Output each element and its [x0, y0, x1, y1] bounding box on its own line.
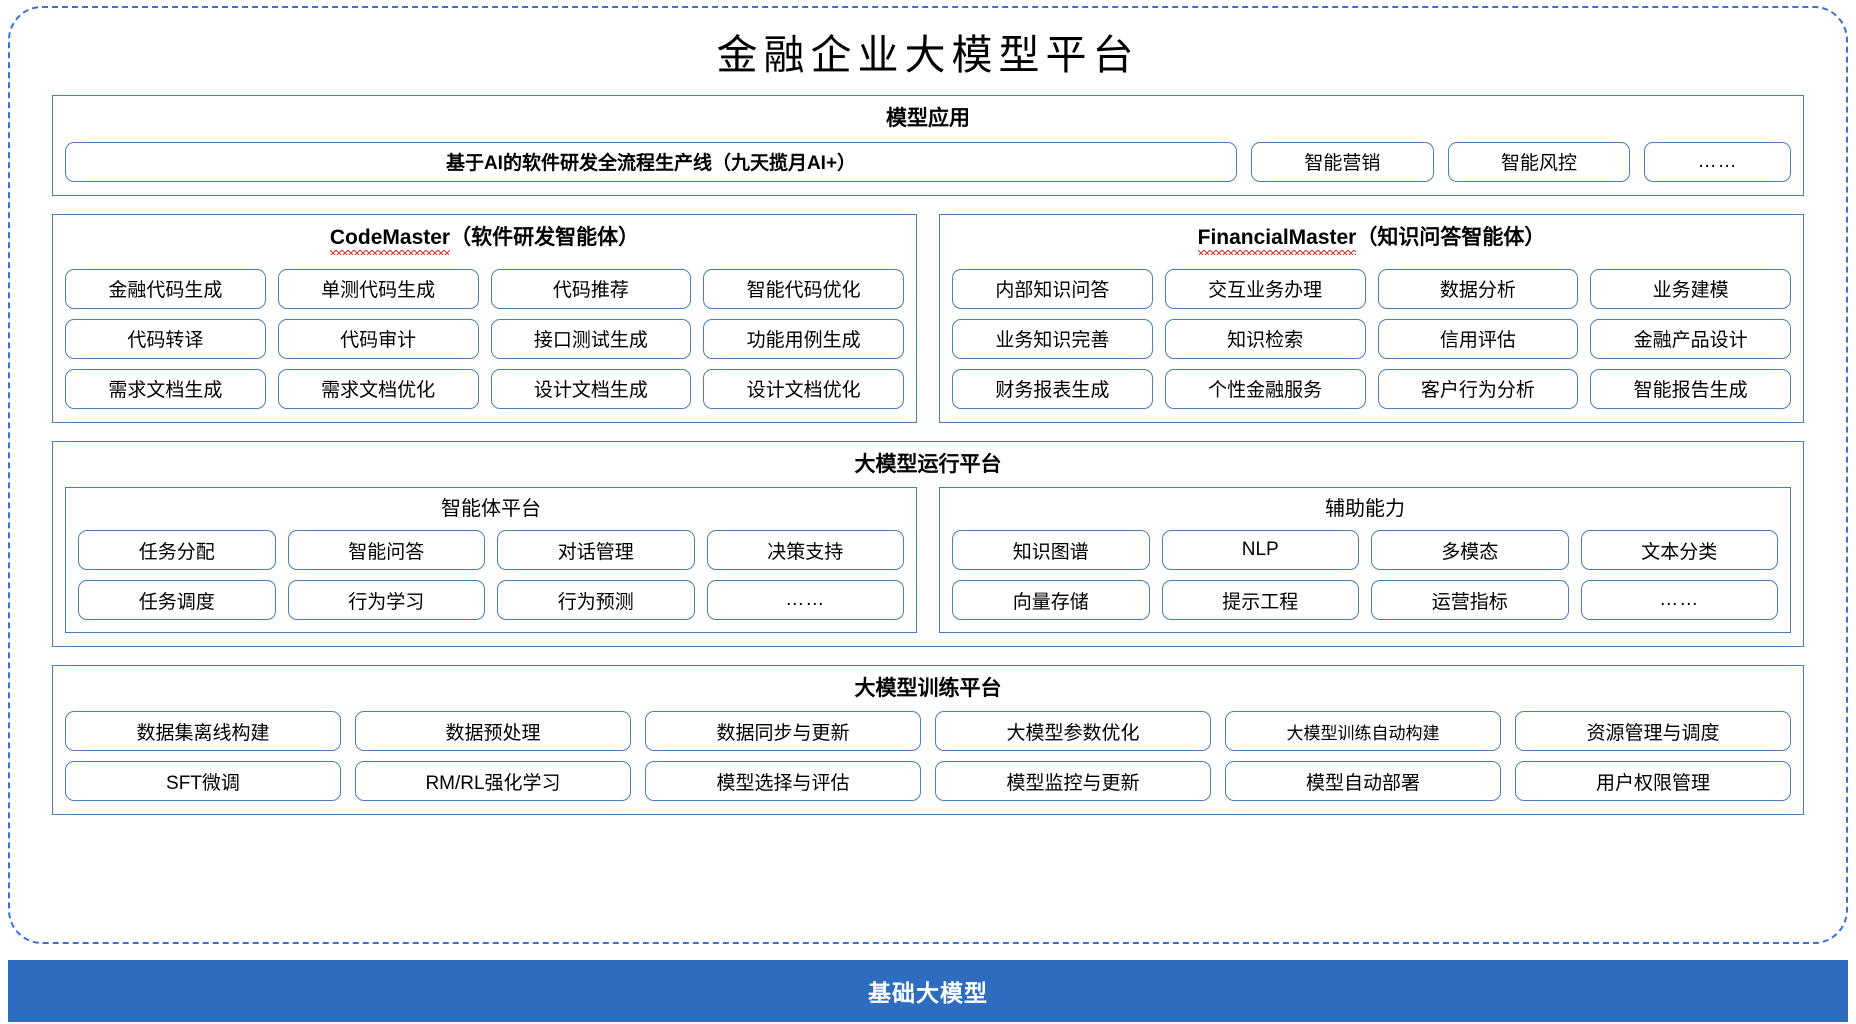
chip-fm-9[interactable]: 个性金融服务	[1164, 368, 1366, 409]
chip-fm-6[interactable]: 信用评估	[1377, 318, 1579, 359]
chip-ap-2[interactable]: 对话管理	[497, 530, 695, 571]
aux-capability-heading: 辅助能力	[1325, 498, 1405, 521]
chip-fm-11[interactable]: 智能报告生成	[1590, 368, 1791, 409]
chip-ap-6[interactable]: 行为预测	[497, 580, 695, 621]
chip-fm-2[interactable]: 数据分析	[1377, 268, 1579, 309]
chip-cm-4[interactable]: 代码转译	[65, 318, 266, 359]
financial-master-suffix: （知识问答智能体）	[1356, 225, 1546, 249]
chip-cm-8[interactable]: 需求文档生成	[65, 368, 266, 409]
chip-ac-5[interactable]: 提示工程	[1161, 580, 1359, 621]
chip-tp-6[interactable]: SFT微调	[65, 761, 341, 802]
chip-cm-6[interactable]: 接口测试生成	[490, 318, 692, 359]
chip-tp-11[interactable]: 用户权限管理	[1515, 761, 1791, 802]
aux-capability-subpanel: 辅助能力 知识图谱 NLP 多模态 文本分类 向量存储 提示工程 运营指标 ……	[939, 487, 1791, 634]
chip-smart-risk-control[interactable]: 智能风控	[1447, 141, 1631, 182]
chip-cm-10[interactable]: 设计文档生成	[490, 368, 692, 409]
chip-ac-3[interactable]: 文本分类	[1580, 530, 1778, 571]
chip-fm-7[interactable]: 金融产品设计	[1590, 318, 1791, 359]
chip-tp-3[interactable]: 大模型参数优化	[935, 711, 1211, 752]
chip-fm-1[interactable]: 交互业务办理	[1164, 268, 1366, 309]
runtime-subpanels: 智能体平台 任务分配 智能问答 对话管理 决策支持 任务调度 行为学习 行为预测…	[65, 487, 1791, 634]
chip-tp-7[interactable]: RM/RL强化学习	[355, 761, 631, 802]
chip-smart-marketing[interactable]: 智能营销	[1251, 141, 1434, 182]
aux-capability-grid: 知识图谱 NLP 多模态 文本分类 向量存储 提示工程 运营指标 ……	[952, 530, 1778, 621]
chip-cm-9[interactable]: 需求文档优化	[277, 368, 479, 409]
chip-ap-5[interactable]: 行为学习	[287, 580, 485, 621]
chip-tp-10[interactable]: 模型自动部署	[1225, 761, 1501, 802]
chip-ac-2[interactable]: 多模态	[1371, 530, 1569, 571]
code-master-name: CodeMaster	[329, 225, 451, 249]
financial-master-title: FinancialMaster（知识问答智能体）	[952, 225, 1791, 260]
model-application-heading: 模型应用	[886, 107, 970, 131]
chip-fm-3[interactable]: 业务建模	[1590, 268, 1791, 309]
chip-ap-0[interactable]: 任务分配	[78, 530, 276, 571]
chip-cm-11[interactable]: 设计文档优化	[703, 368, 904, 409]
chip-cm-7[interactable]: 功能用例生成	[703, 318, 904, 359]
chip-tp-0[interactable]: 数据集离线构建	[65, 711, 341, 752]
agent-platform-subpanel: 智能体平台 任务分配 智能问答 对话管理 决策支持 任务调度 行为学习 行为预测…	[65, 487, 917, 634]
chip-cm-0[interactable]: 金融代码生成	[65, 268, 266, 309]
chip-tp-9[interactable]: 模型监控与更新	[935, 761, 1211, 802]
chip-tp-5[interactable]: 资源管理与调度	[1515, 711, 1791, 752]
chip-tp-4[interactable]: 大模型训练自动构建	[1225, 711, 1501, 752]
chip-ac-6[interactable]: 运营指标	[1371, 580, 1569, 621]
chip-fm-10[interactable]: 客户行为分析	[1377, 368, 1579, 409]
chip-ap-1[interactable]: 智能问答	[287, 530, 485, 571]
chip-more-applications[interactable]: ……	[1644, 141, 1791, 182]
page-title: 金融企业大模型平台	[716, 31, 1140, 79]
financial-master-name: FinancialMaster	[1197, 225, 1357, 249]
model-application-row: 基于AI的软件研发全流程生产线（九天揽月AI+） 智能营销 智能风控 ……	[65, 141, 1791, 182]
code-master-panel: CodeMaster（软件研发智能体） 金融代码生成 单测代码生成 代码推荐 智…	[52, 213, 917, 423]
training-platform-heading: 大模型训练平台	[854, 677, 1002, 701]
chip-cm-2[interactable]: 代码推荐	[490, 268, 692, 309]
runtime-platform-panel: 大模型运行平台 智能体平台 任务分配 智能问答 对话管理 决策支持 任务调度 行…	[52, 440, 1804, 648]
chip-ac-1[interactable]: NLP	[1161, 530, 1359, 571]
code-master-title: CodeMaster（软件研发智能体）	[65, 225, 904, 260]
code-master-grid: 金融代码生成 单测代码生成 代码推荐 智能代码优化 代码转译 代码审计 接口测试…	[65, 268, 904, 409]
chip-ai-sdlc-pipeline[interactable]: 基于AI的软件研发全流程生产线（九天揽月AI+）	[65, 141, 1237, 182]
diagram-content: 金融企业大模型平台 模型应用 基于AI的软件研发全流程生产线（九天揽月AI+） …	[52, 18, 1804, 930]
chip-fm-0[interactable]: 内部知识问答	[952, 268, 1153, 309]
chip-tp-2[interactable]: 数据同步与更新	[645, 711, 921, 752]
code-master-title-text: CodeMaster（软件研发智能体）	[330, 225, 639, 251]
financial-master-title-text: FinancialMaster（知识问答智能体）	[1198, 225, 1546, 251]
training-platform-panel: 大模型训练平台 数据集离线构建 数据预处理 数据同步与更新 大模型参数优化 大模…	[52, 665, 1804, 816]
chip-ac-4[interactable]: 向量存储	[952, 580, 1150, 621]
code-master-suffix: （软件研发智能体）	[450, 225, 640, 249]
agent-platform-heading: 智能体平台	[441, 498, 541, 521]
chip-tp-1[interactable]: 数据预处理	[355, 711, 631, 752]
chip-tp-8[interactable]: 模型选择与评估	[645, 761, 921, 802]
runtime-platform-heading: 大模型运行平台	[854, 452, 1002, 476]
chip-cm-1[interactable]: 单测代码生成	[277, 268, 479, 309]
agent-panels-row: CodeMaster（软件研发智能体） 金融代码生成 单测代码生成 代码推荐 智…	[52, 213, 1804, 423]
agent-platform-grid: 任务分配 智能问答 对话管理 决策支持 任务调度 行为学习 行为预测 ……	[78, 530, 904, 621]
model-application-panel: 模型应用 基于AI的软件研发全流程生产线（九天揽月AI+） 智能营销 智能风控 …	[52, 95, 1804, 196]
financial-master-panel: FinancialMaster（知识问答智能体） 内部知识问答 交互业务办理 数…	[939, 213, 1804, 423]
chip-fm-5[interactable]: 知识检索	[1164, 318, 1366, 359]
chip-fm-4[interactable]: 业务知识完善	[952, 318, 1153, 359]
chip-ap-3[interactable]: 决策支持	[706, 530, 904, 571]
chip-fm-8[interactable]: 财务报表生成	[952, 368, 1153, 409]
chip-ac-more[interactable]: ……	[1580, 580, 1778, 621]
chip-ac-0[interactable]: 知识图谱	[952, 530, 1150, 571]
chip-cm-5[interactable]: 代码审计	[277, 318, 479, 359]
chip-ap-4[interactable]: 任务调度	[78, 580, 276, 621]
financial-master-grid: 内部知识问答 交互业务办理 数据分析 业务建模 业务知识完善 知识检索 信用评估…	[952, 268, 1791, 409]
base-model-bar: 基础大模型	[8, 960, 1848, 1022]
chip-cm-3[interactable]: 智能代码优化	[703, 268, 904, 309]
chip-ap-more[interactable]: ……	[706, 580, 904, 621]
training-platform-grid: 数据集离线构建 数据预处理 数据同步与更新 大模型参数优化 大模型训练自动构建 …	[65, 711, 1791, 802]
